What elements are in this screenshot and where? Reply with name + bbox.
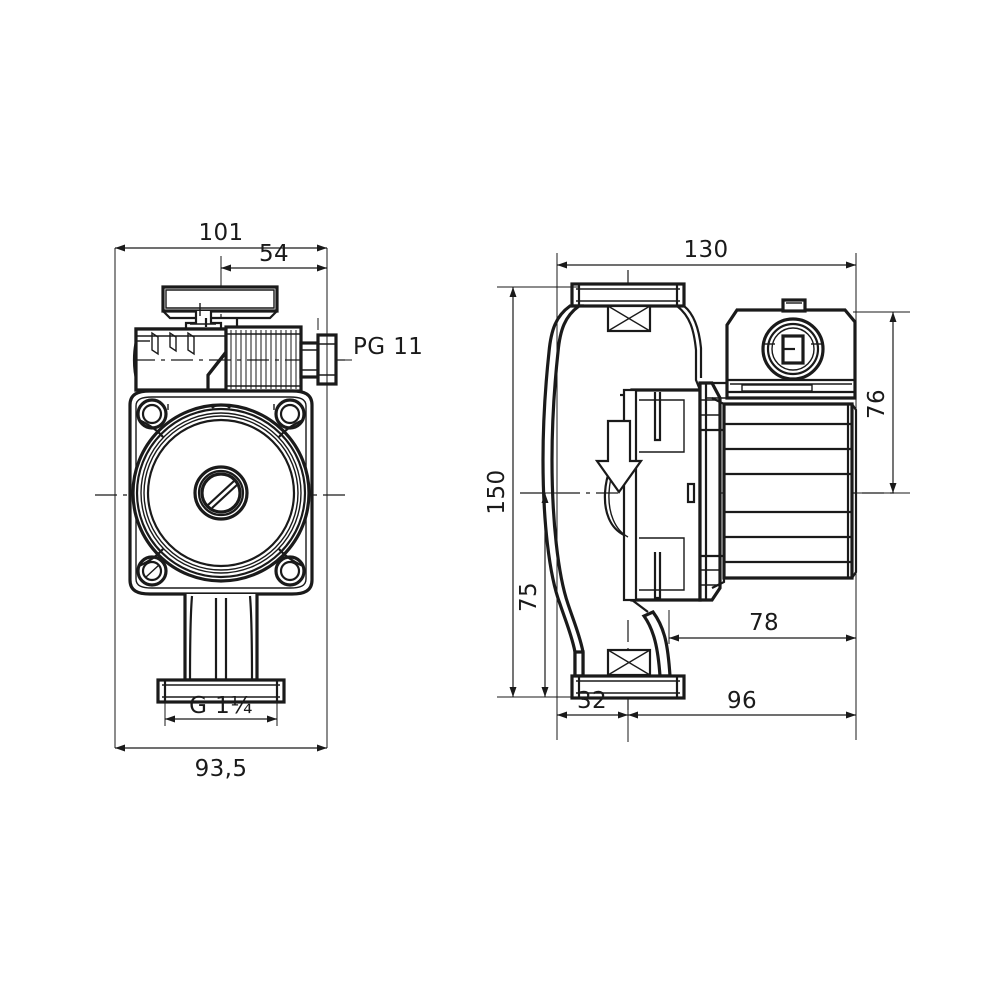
front-view-pump-head <box>128 389 314 596</box>
dimension-label-54: 54 <box>259 241 289 267</box>
dimension-101: 101 <box>115 220 327 252</box>
dimension-label-75: 75 <box>516 582 542 612</box>
dimension-label-32: 32 <box>577 688 607 714</box>
front-view-cable-gland <box>299 333 338 386</box>
front-view-cooling-fins <box>224 325 303 393</box>
side-view-motor-transition <box>698 381 726 602</box>
dimension-150: 150 <box>484 287 517 697</box>
dimension-78: 78 <box>668 610 856 644</box>
dimension-label-78: 78 <box>749 610 779 636</box>
front-view-outlet-pipe <box>156 594 286 704</box>
side-view-terminal-cap <box>781 298 807 313</box>
front-view-motor-housing <box>132 325 345 393</box>
dimension-130: 130 <box>557 237 856 269</box>
front-view-control-knob <box>161 285 279 331</box>
dimension-g-1-1-4: G 1¼ <box>164 693 278 726</box>
side-view <box>520 270 900 710</box>
side-view-dimensions: 130 150 75 76 78 <box>484 237 910 742</box>
dimension-label-130: 130 <box>683 237 728 263</box>
dimension-label-g-1-1-4: G 1¼ <box>189 693 253 719</box>
side-view-top-flange <box>570 282 686 333</box>
front-view-screw-slot-a <box>207 480 235 506</box>
side-view-centerline-tab <box>686 482 696 504</box>
dimension-label-101: 101 <box>198 220 243 246</box>
dimension-75: 75 <box>516 493 549 697</box>
dimension-label-96: 96 <box>727 688 757 714</box>
dimension-96: 96 <box>628 688 856 719</box>
dimension-76: 76 <box>864 312 897 493</box>
callout-pg11: PG 11 <box>353 334 423 360</box>
dimension-32: 32 <box>557 688 628 719</box>
flow-direction-arrow <box>594 419 644 494</box>
dimension-label-76: 76 <box>864 389 890 419</box>
side-view-terminal-box <box>700 298 857 400</box>
dimension-label-93-5: 93,5 <box>195 756 248 782</box>
front-view: PG 11 <box>95 285 423 704</box>
side-view-bottom-flange <box>570 599 686 700</box>
dimension-93-5: 93,5 <box>115 744 327 782</box>
front-view-dimensions: 101 54 G 1¼ 93,5 <box>114 220 328 782</box>
side-view-motor-can <box>722 402 858 580</box>
dimension-54: 54 <box>221 241 327 272</box>
front-view-screw-slot-b <box>211 483 239 509</box>
dimension-label-150: 150 <box>484 469 510 514</box>
